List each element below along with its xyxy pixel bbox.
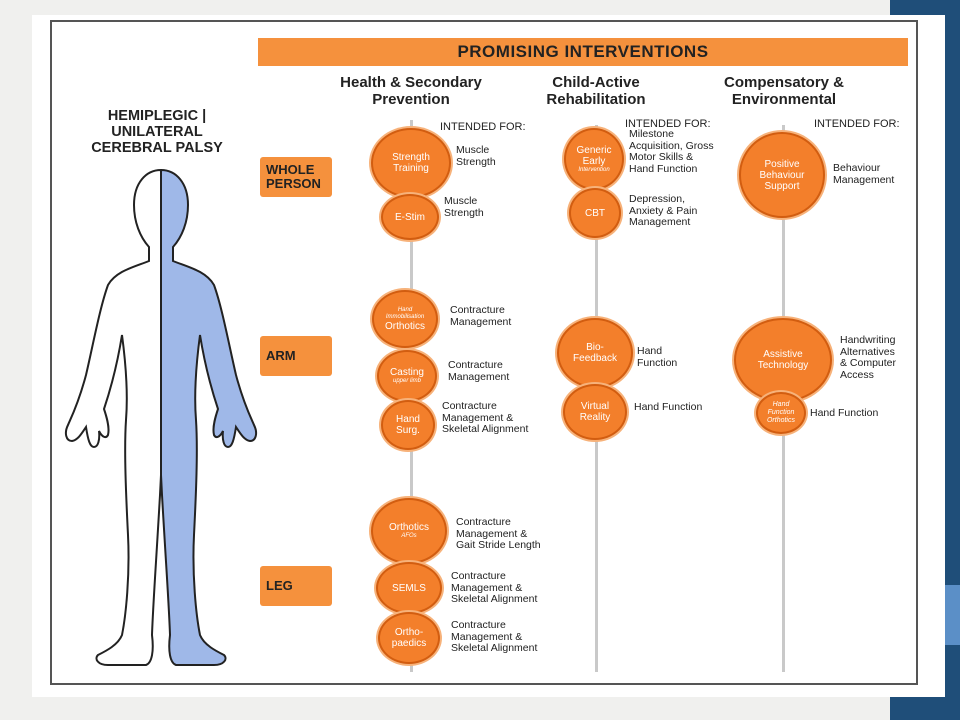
circle-orthotics-leg: Orthotics AFOs bbox=[371, 498, 447, 564]
desc-casting: Contracture Management bbox=[448, 359, 510, 383]
circle-virtual-reality: Virtual Reality bbox=[563, 384, 627, 440]
circle-semls: SEMLS bbox=[376, 562, 442, 614]
column-heading-compensatory: Compensatory & Environmental bbox=[723, 74, 845, 108]
column-heading-rehab: Child-Active Rehabilitation bbox=[546, 74, 646, 108]
circle-casting: Casting upper limb bbox=[377, 350, 437, 402]
desc-e-stim: Muscle Strength bbox=[444, 195, 484, 219]
slide-sidebar-accent bbox=[945, 585, 960, 645]
child-body-figure bbox=[64, 168, 258, 666]
circle-orthotics-arm: Hand Immobilisation Orthotics bbox=[372, 290, 438, 348]
desc-semls: Contracture Management & Skeletal Alignm… bbox=[451, 570, 538, 605]
desc-orthotics-arm: Contracture Management bbox=[450, 304, 512, 328]
desc-orthopaedics: Contracture Management & Skeletal Alignm… bbox=[451, 619, 538, 654]
circle-positive-behaviour-support: Positive Behaviour Support bbox=[739, 132, 825, 218]
intended-for-health: INTENDED FOR: bbox=[440, 121, 526, 133]
circle-orthopaedics: Ortho- paedics bbox=[378, 612, 440, 664]
region-arm: ARM bbox=[260, 336, 332, 376]
desc-cbt: Depression, Anxiety & Pain Management bbox=[629, 193, 698, 228]
circle-strength-training: Strength Training bbox=[371, 128, 451, 198]
desc-assistive-technology: Handwriting Alternatives & Computer Acce… bbox=[840, 334, 897, 381]
desc-virtual-reality: Hand Function bbox=[634, 401, 703, 413]
region-whole-person: WHOLE PERSON bbox=[260, 157, 332, 197]
region-leg: LEG bbox=[260, 566, 332, 606]
desc-hand-function-orthotics: Hand Function bbox=[810, 407, 879, 419]
circle-hand-function-orthotics: Hand Function Orthotics bbox=[756, 392, 806, 434]
circle-biofeedback: Bio- Feedback bbox=[557, 318, 633, 388]
desc-generic-early-intervention: Milestone Acquisition, Gross Motor Skill… bbox=[629, 128, 714, 175]
diagram-title: HEMIPLEGIC | UNILATERAL CEREBRAL PALSY bbox=[91, 108, 223, 156]
circle-hand-surgery: Hand Surg. bbox=[381, 400, 435, 450]
circle-assistive-technology: Assistive Technology bbox=[734, 318, 832, 402]
banner-title: PROMISING INTERVENTIONS bbox=[258, 38, 908, 66]
circle-generic-early-intervention: Generic Early Intervention bbox=[564, 128, 624, 190]
desc-positive-behaviour-support: Behaviour Management bbox=[833, 162, 895, 186]
desc-biofeedback: Hand Function bbox=[637, 345, 678, 369]
desc-strength-training: Muscle Strength bbox=[456, 144, 496, 168]
circle-cbt: CBT bbox=[569, 188, 621, 238]
intended-for-compensatory: INTENDED FOR: bbox=[814, 118, 900, 130]
column-heading-health: Health & Secondary Prevention bbox=[340, 74, 482, 108]
intended-for-rehab: INTENDED FOR: bbox=[625, 118, 711, 130]
circle-e-stim: E-Stim bbox=[381, 194, 439, 240]
desc-hand-surgery: Contracture Management & Skeletal Alignm… bbox=[442, 400, 529, 435]
desc-orthotics-leg: Contracture Management & Gait Stride Len… bbox=[456, 516, 541, 551]
